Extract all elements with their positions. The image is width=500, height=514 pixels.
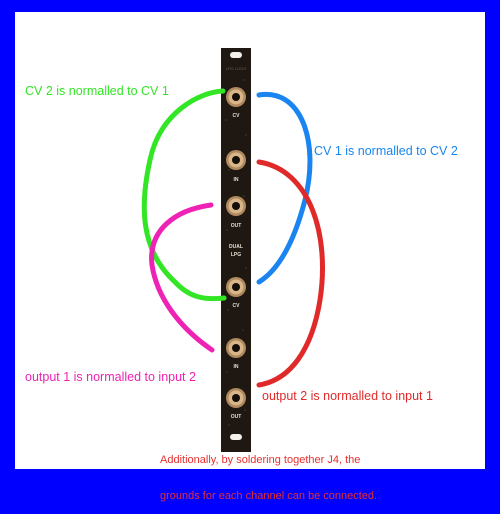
label-out-bottom: OUT <box>231 414 242 420</box>
jack-cv-top[interactable] <box>226 87 246 107</box>
jack-in-bottom[interactable] <box>226 338 246 358</box>
annotation-out1-to-in2: output 1 is normalled to input 2 <box>25 370 196 384</box>
jack-cv-bottom[interactable] <box>226 277 246 297</box>
footer-line-1: Additionally, by soldering together J4, … <box>160 454 361 466</box>
label-module-line2: LPG <box>231 252 241 258</box>
annotation-cv1-to-cv2: CV 1 is normalled to CV 2 <box>314 144 458 158</box>
panel-texture <box>225 79 247 426</box>
jack-out-top[interactable] <box>226 196 246 216</box>
panel-logo: LPG LOGO <box>226 66 247 71</box>
label-in-top: IN <box>234 177 239 183</box>
mount-hole-bottom <box>230 434 242 440</box>
label-in-bottom: IN <box>234 364 239 370</box>
annotation-out2-to-in1: output 2 is normalled to input 1 <box>262 389 433 403</box>
jack-out-bottom[interactable] <box>226 388 246 408</box>
footer-note: Additionally, by soldering together J4, … <box>160 430 377 514</box>
label-out-top: OUT <box>231 223 242 229</box>
mount-hole-top <box>230 52 242 58</box>
eurorack-module-panel: LPG LOGO CV IN OUT DUAL LPG CV IN OUT <box>221 48 251 452</box>
footer-line-2: grounds for each channel can be connecte… <box>160 490 378 502</box>
label-module-line1: DUAL <box>229 244 243 250</box>
label-cv-bottom: CV <box>233 303 241 309</box>
jack-in-top[interactable] <box>226 150 246 170</box>
annotation-cv2-to-cv1: CV 2 is normalled to CV 1 <box>25 84 169 98</box>
label-cv-top: CV <box>233 113 241 119</box>
